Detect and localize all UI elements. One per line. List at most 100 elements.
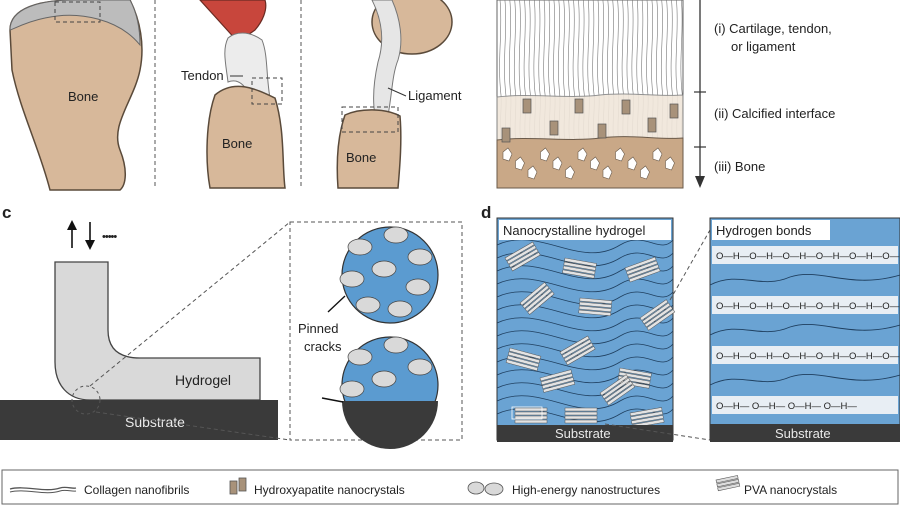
pva-lamella xyxy=(565,346,596,366)
pva-lamella xyxy=(564,411,598,416)
pva-lamella xyxy=(630,411,664,421)
pva-lamella xyxy=(601,377,631,400)
nanostructure-blob xyxy=(383,336,409,354)
legend: Collagen nanofibrils Hydroxyapatite nano… xyxy=(1,469,899,505)
hbond-chain xyxy=(709,273,900,286)
pva-crystal xyxy=(504,241,541,272)
nanostructure-blob xyxy=(407,358,433,376)
bone-pore xyxy=(552,156,563,171)
legend-hydroxyapatite-icon xyxy=(229,480,238,495)
legend-nanostructure-icon xyxy=(467,481,485,495)
bone-label-2: Bone xyxy=(222,136,252,151)
pva-lamella xyxy=(527,291,555,315)
pva-crystals xyxy=(504,241,676,429)
pva-lamella xyxy=(627,264,660,279)
nanostructure-blob xyxy=(387,300,413,318)
crack-circle-bottom xyxy=(339,336,439,449)
legend-item-1: Collagen nanofibrils xyxy=(84,483,189,497)
bone-pore xyxy=(540,147,550,162)
scale-item-1-line2: or ligament xyxy=(731,39,796,54)
nanostructure-blob xyxy=(347,238,373,256)
hbond-band xyxy=(712,296,898,314)
pva-lamella xyxy=(578,305,612,313)
pva-lamella xyxy=(564,419,598,424)
pva-lamella xyxy=(619,367,652,377)
pva-crystal xyxy=(624,256,661,283)
pva-crystal xyxy=(639,299,676,331)
pva-crystal xyxy=(559,335,596,366)
pva-lamella xyxy=(599,374,629,396)
pinned-label-line2: cracks xyxy=(304,339,342,354)
polymer-chain xyxy=(496,343,674,358)
crack-circle-top xyxy=(339,226,439,324)
legend-item-2: Hydroxyapatite nanocrystals xyxy=(254,483,405,497)
pva-crystal xyxy=(562,257,597,279)
pva-crystal xyxy=(578,297,613,317)
pva-lamella xyxy=(639,299,669,321)
pva-lamella xyxy=(562,265,596,275)
hbond-layers: O—H—O—H—O—H—O—H—O—H—O—H—O—H O—H—O—H—O—H—O… xyxy=(709,246,900,414)
pva-lamella xyxy=(561,339,592,359)
substrate-label-c: Substrate xyxy=(125,414,185,430)
nanostructure-blob xyxy=(347,348,373,366)
pva-lamella xyxy=(541,377,575,389)
pva-lamella xyxy=(559,335,590,355)
hbond-oh-row: O—H—O—H—O—H—O—H—O—H—O—H—O—H xyxy=(716,251,900,262)
hbond-band xyxy=(712,396,898,414)
pva-lamella xyxy=(564,257,597,267)
pva-lamella xyxy=(606,384,636,406)
pva-crystal xyxy=(564,407,598,424)
bone-label-1: Bone xyxy=(68,89,98,104)
nanostructure-blob xyxy=(407,248,433,266)
pva-lamella xyxy=(514,411,548,416)
hbond-band xyxy=(712,246,898,264)
polymer-chain xyxy=(496,278,674,293)
joint-bone-illustration: Bone xyxy=(9,0,143,191)
pva-lamella xyxy=(564,415,598,420)
pva-lamella xyxy=(539,369,572,382)
nanostructure-blob xyxy=(383,226,409,244)
nano-title: Nanocrystalline hydrogel xyxy=(503,223,645,238)
scale-item-3: (iii) Bone xyxy=(714,159,765,174)
nanostructure-blob xyxy=(371,370,397,388)
pva-lamella xyxy=(540,373,574,386)
pva-lamella xyxy=(579,297,613,305)
panel-c-letter: c xyxy=(2,203,11,222)
hbond-title: Hydrogen bonds xyxy=(716,223,812,238)
pva-lamella xyxy=(506,245,537,265)
pva-lamella xyxy=(563,342,594,362)
hydroxyapatite-crystal xyxy=(574,98,584,114)
bone-pore xyxy=(640,165,650,180)
gradient-tissue-illustration xyxy=(496,0,684,189)
nanocrystalline-hydrogel-box: Nanocrystalline hydrogel Substrate xyxy=(496,217,711,442)
hydroxyapatite-crystal xyxy=(597,123,607,139)
pva-lamella xyxy=(522,285,550,309)
hbond-oh-row: O—H— O—H— O—H— O—H— xyxy=(716,401,857,412)
hydroxyapatite-crystals xyxy=(501,98,679,143)
nanostructure-blob xyxy=(339,380,365,398)
legend-pva-icon xyxy=(715,475,741,492)
hbond-oh-row: O—H—O—H—O—H—O—H—O—H—O—H—O—H xyxy=(716,301,900,312)
bone-pore xyxy=(665,156,675,171)
polymer-chain xyxy=(496,330,674,345)
hydroxyapatite-crystal xyxy=(621,99,631,115)
pva-lamella xyxy=(563,261,597,271)
hydroxyapatite-crystal xyxy=(669,103,679,119)
pva-lamella xyxy=(519,282,547,306)
bone-pore xyxy=(577,147,588,162)
nanostructure-blob xyxy=(405,278,431,296)
bone-pore xyxy=(565,165,575,180)
hydroxyapatite-crystal xyxy=(522,98,532,114)
ligament-label: Ligament xyxy=(408,88,462,103)
polymer-chain xyxy=(496,369,674,384)
pinned-label-line1: Pinned xyxy=(298,321,338,336)
pva-lamella xyxy=(505,359,539,372)
pva-crystal xyxy=(505,347,542,372)
bone-pores xyxy=(502,147,675,180)
pva-lamella xyxy=(514,407,548,412)
nanostructure-blob xyxy=(355,296,381,314)
pva-lamella xyxy=(542,381,576,393)
hbond-band xyxy=(712,346,898,364)
pva-lamella xyxy=(624,256,657,272)
